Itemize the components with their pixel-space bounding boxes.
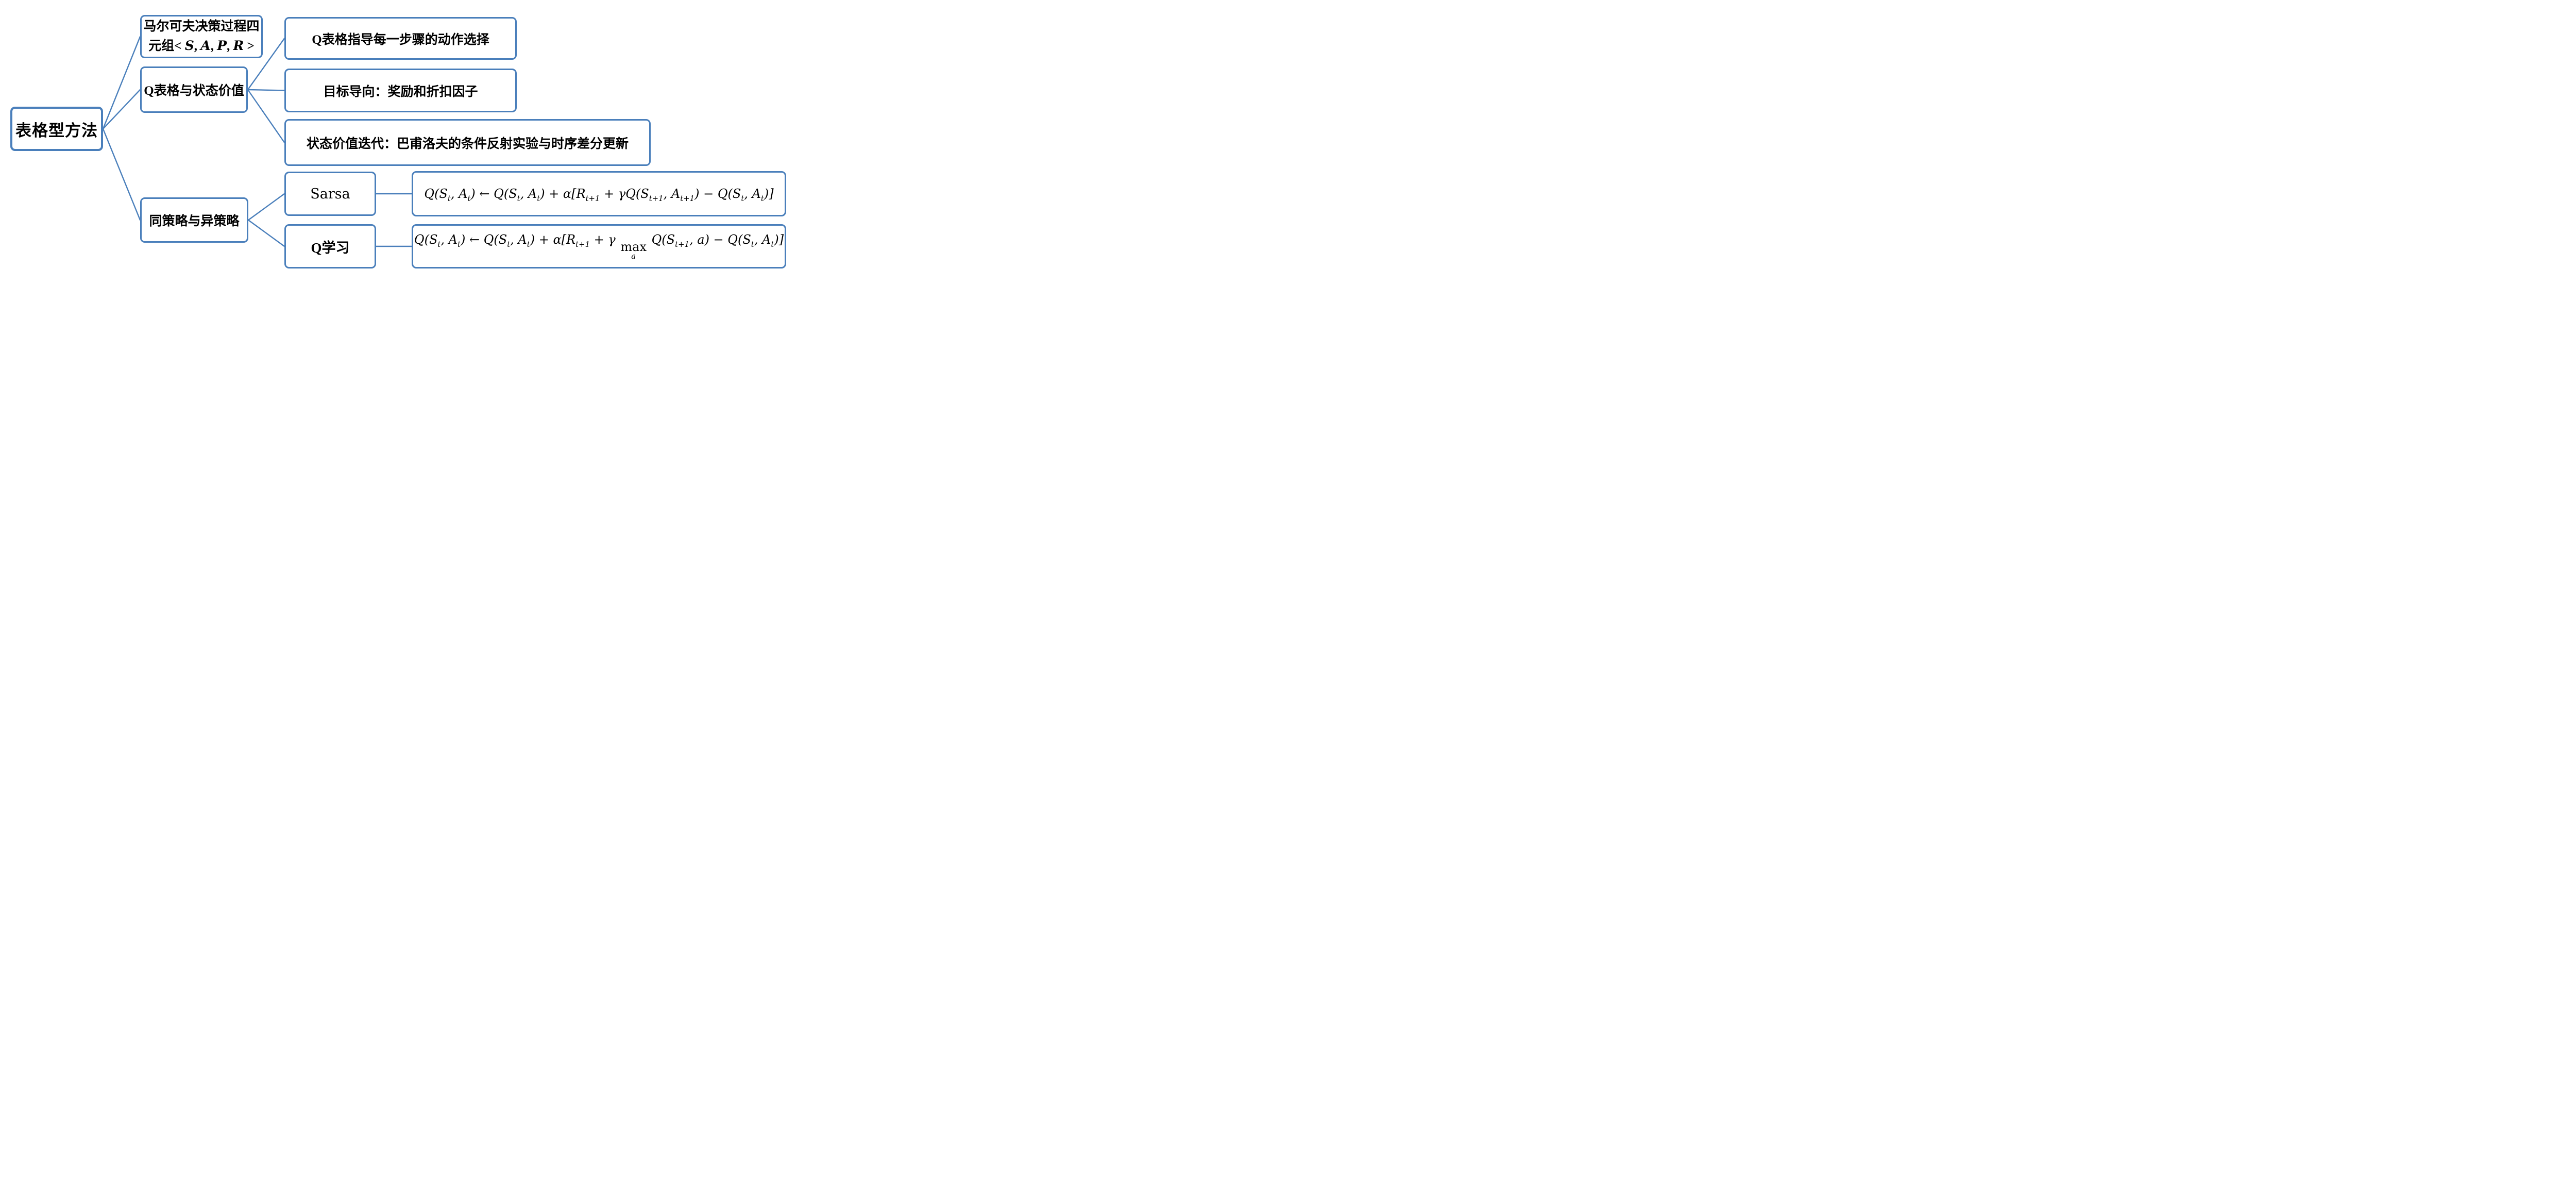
sarsa-formula-text: Q(St, At) ← Q(St, At) + α[Rt+1 + γQ(St+1… <box>424 187 774 203</box>
connector-root-qtable <box>102 89 141 130</box>
node-root[interactable]: 表格型方法 <box>10 107 103 151</box>
connector-root-policy <box>102 128 141 221</box>
node-qtable-label: Q表格与状态价值 <box>144 84 244 98</box>
connector-policy-qlearn <box>247 219 285 247</box>
node-sarsa[interactable]: Sarsa <box>284 172 376 216</box>
connector-root-mdp <box>102 36 141 130</box>
child-label: 状态价值迭代：巴甫洛夫的条件反射实验与时序差分更新 <box>306 137 629 151</box>
node-policy-label: 同策略与异策略 <box>149 214 240 228</box>
connector-qtable-child2 <box>247 89 285 91</box>
sarsa-label: Sarsa <box>310 186 350 202</box>
mindmap-canvas: 表格型方法 马尔可夫决策过程四 元组< S, A, P, R > Q表格与状态价… <box>0 0 805 298</box>
qlearning-label: Q学习 <box>311 240 350 256</box>
node-qtable-child-goal-oriented[interactable]: 目标导向：奖励和折扣因子 <box>284 69 517 112</box>
node-sarsa-formula[interactable]: Q(St, At) ← Q(St, At) + α[Rt+1 + γQ(St+1… <box>412 171 786 216</box>
node-qtable-child-value-iteration[interactable]: 状态价值迭代：巴甫洛夫的条件反射实验与时序差分更新 <box>284 119 651 166</box>
node-qtable-state-value[interactable]: Q表格与状态价值 <box>140 66 248 113</box>
node-mdp-line2: 元组< S, A, P, R > <box>148 38 255 53</box>
node-mdp-tuple[interactable]: 马尔可夫决策过程四 元组< S, A, P, R > <box>140 15 263 58</box>
node-qtable-child-action-selection[interactable]: Q表格指导每一步骤的动作选择 <box>284 17 517 60</box>
child-label: Q表格指导每一步骤的动作选择 <box>312 32 489 47</box>
node-root-label: 表格型方法 <box>15 121 98 140</box>
node-policy[interactable]: 同策略与异策略 <box>140 197 248 243</box>
node-qlearning[interactable]: Q学习 <box>284 224 376 268</box>
child-label: 目标导向：奖励和折扣因子 <box>323 85 478 99</box>
node-mdp-line1: 马尔可夫决策过程四 <box>143 20 260 34</box>
connector-qtable-child3 <box>247 89 285 143</box>
connector-policy-sarsa <box>247 193 285 221</box>
